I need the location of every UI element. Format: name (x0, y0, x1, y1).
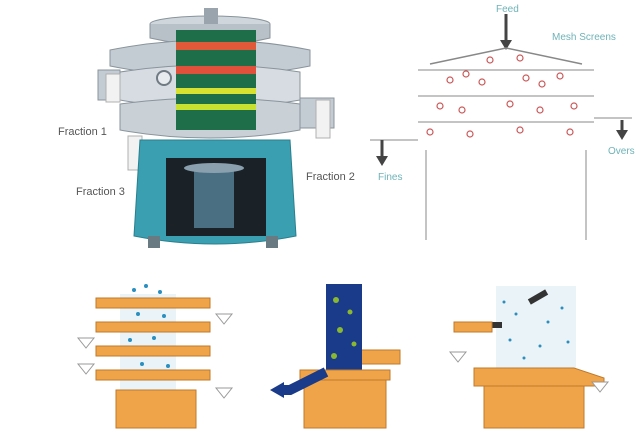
mesh-screens-label: Mesh Screens (552, 32, 616, 43)
feed-label: Feed (496, 4, 519, 15)
multi-deck-separator-diagram (76, 278, 242, 438)
overs-label: Overs (608, 146, 635, 157)
inclined-screen-separator-diagram (444, 282, 614, 438)
air-flow-separator-diagram (270, 280, 410, 438)
fraction-1-label: Fraction 1 (58, 126, 107, 138)
sifter-machine-illustration (90, 0, 350, 260)
fraction-3-label: Fraction 3 (76, 186, 125, 198)
flow-schematic (370, 0, 639, 240)
fraction-2-label: Fraction 2 (306, 171, 355, 183)
fines-label: Fines (378, 172, 403, 183)
